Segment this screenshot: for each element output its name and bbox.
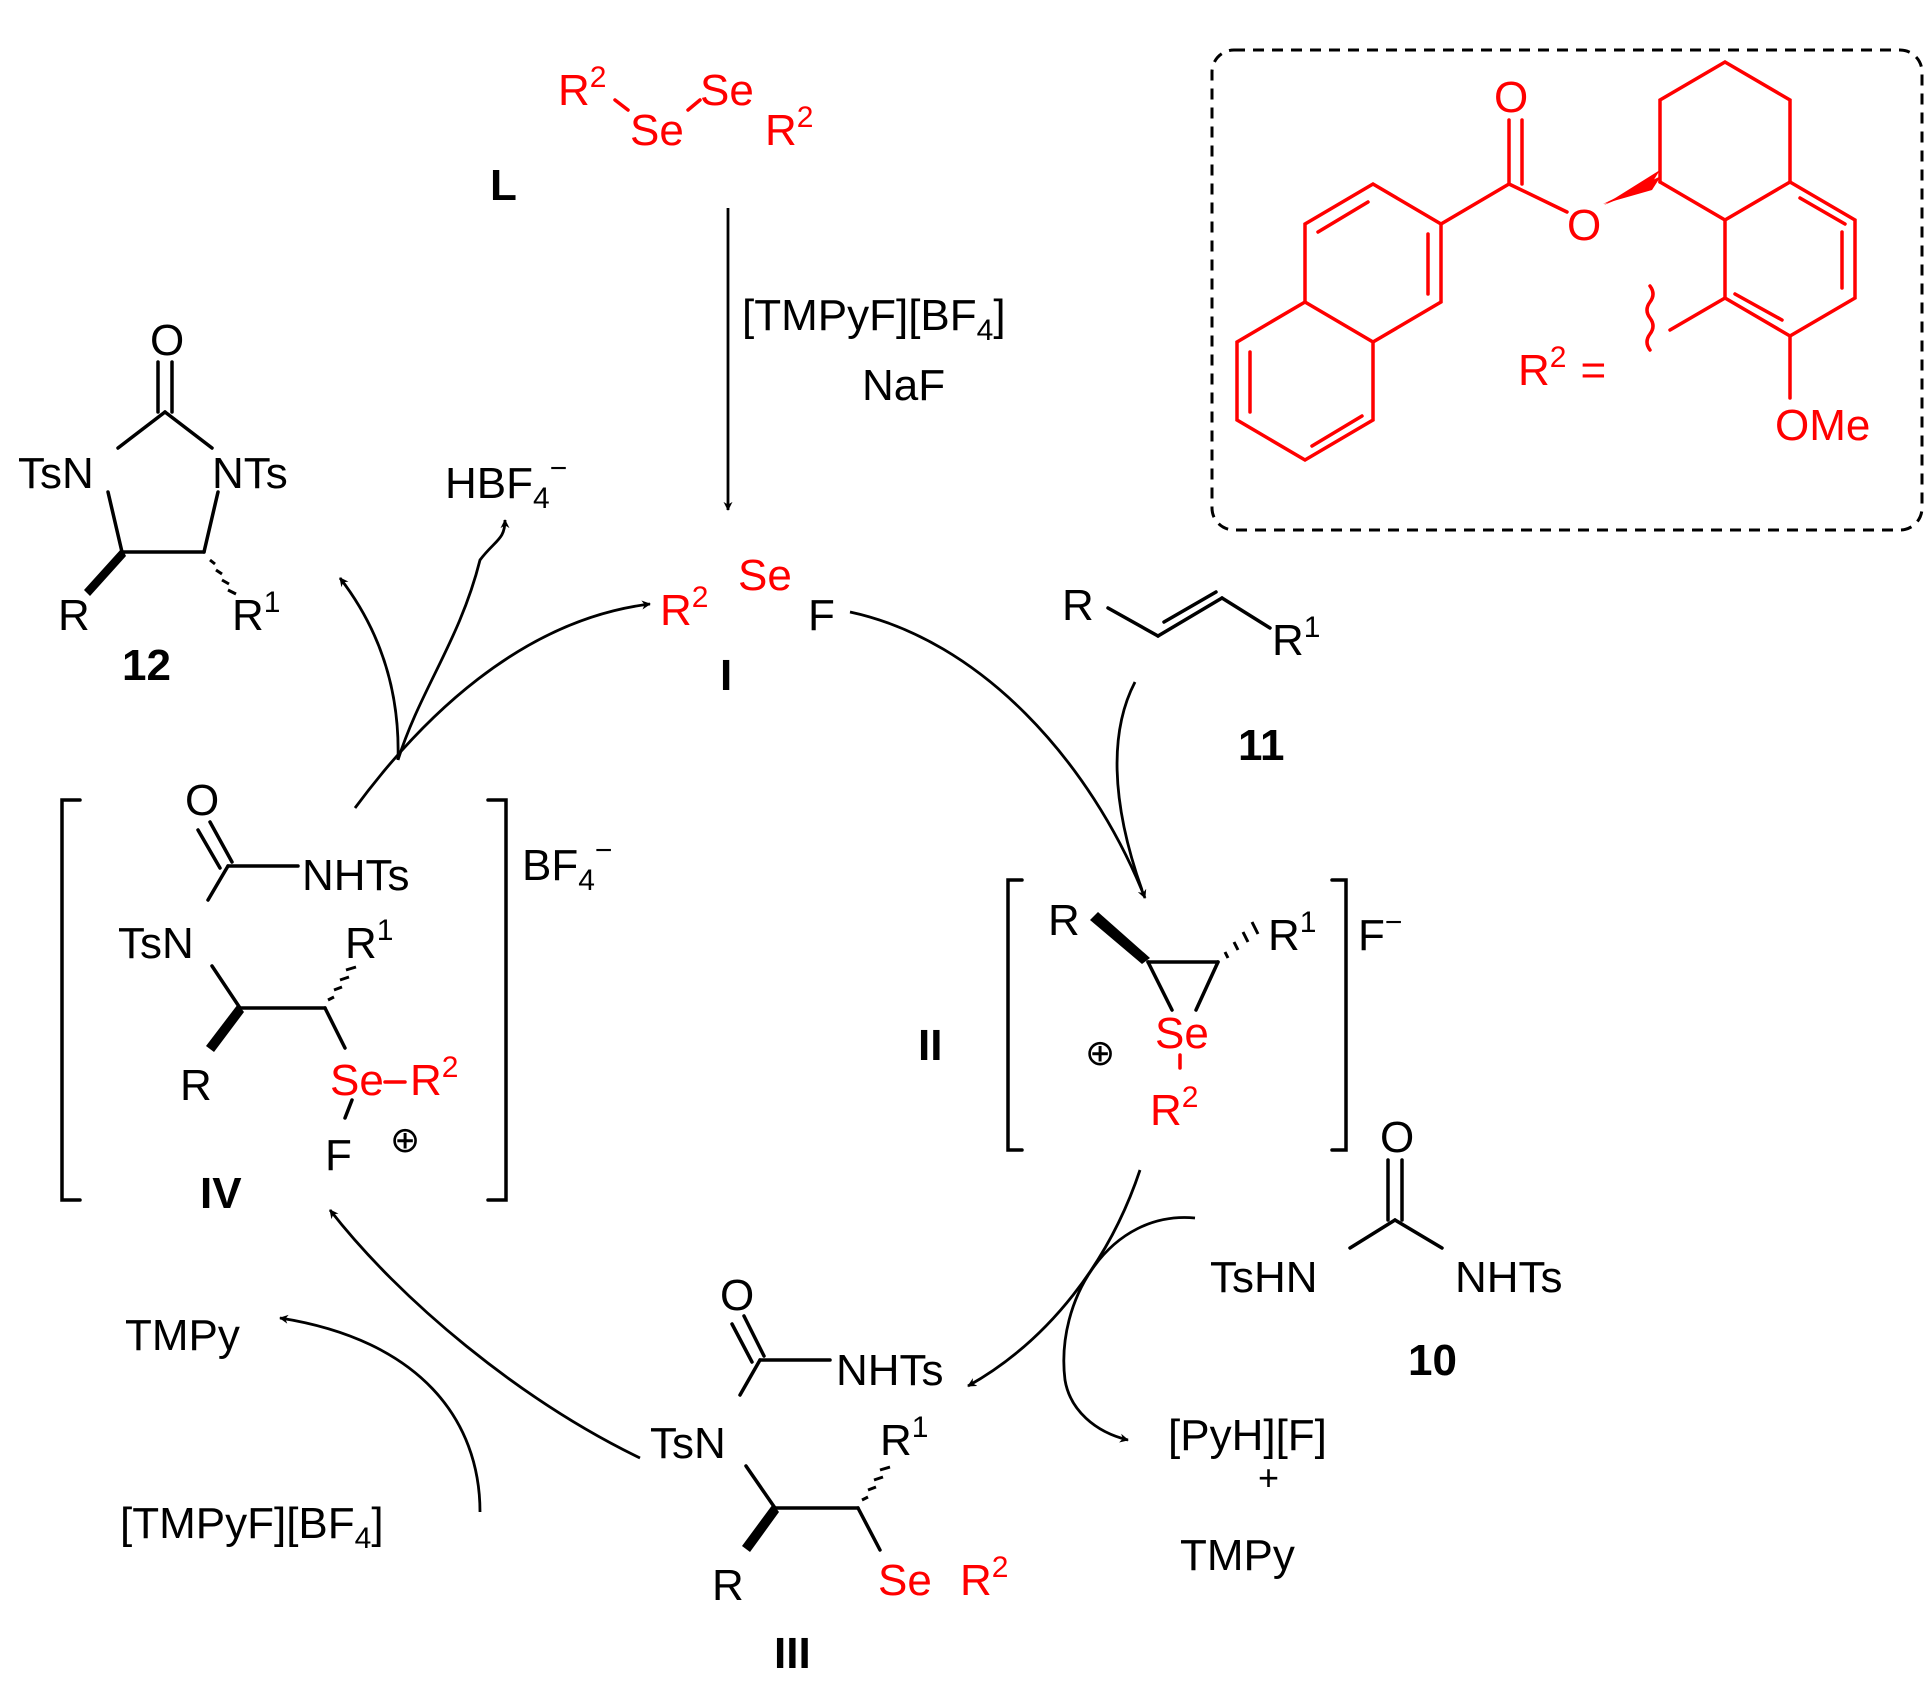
II-R: R bbox=[1048, 896, 1080, 945]
arrow-hbf4-exit bbox=[396, 519, 510, 761]
ester-O: O bbox=[1567, 201, 1601, 250]
methoxy-OMe: OMe bbox=[1775, 401, 1870, 450]
diselenide-L: R2 Se Se R2 L bbox=[490, 61, 813, 210]
IV-R1: R1 bbox=[345, 914, 393, 968]
r2-label: R2= bbox=[1518, 341, 1606, 395]
IV-TsN: TsN bbox=[118, 919, 194, 968]
byproduct-tmpy-right: TMPy bbox=[1180, 1531, 1295, 1580]
saturated-ring bbox=[1658, 59, 1792, 184]
12-wedge bbox=[84, 548, 126, 596]
intermediate-III: O NHTs TsN R R1 Se R2 III bbox=[650, 1271, 1008, 1678]
III-Se: Se bbox=[878, 1556, 932, 1605]
IV-F: F bbox=[325, 1131, 352, 1180]
III-NHTs: NHTs bbox=[836, 1346, 944, 1395]
12-R: R bbox=[58, 591, 90, 640]
12-O: O bbox=[150, 316, 184, 365]
12-NTs: NTs bbox=[212, 449, 288, 498]
arrow-10-entry bbox=[1062, 1216, 1196, 1443]
product-12: O TsN NTs R R1 12 bbox=[18, 316, 288, 690]
byproduct-hbf4: HBF4− bbox=[445, 452, 567, 515]
label-10: 10 bbox=[1408, 1336, 1457, 1385]
11-R1: R1 bbox=[1272, 611, 1320, 665]
ester-carbonyl-O: O bbox=[1494, 73, 1528, 122]
intermediate-IV: BF4− O NHTs TsN R R1 Se R2 F ⊕ IV bbox=[60, 776, 612, 1218]
II-left-bracket bbox=[1006, 878, 1024, 1152]
byproduct-pyhf: [PyH][F] bbox=[1168, 1411, 1327, 1460]
IV-left-bracket bbox=[60, 798, 82, 1202]
reagent-tmpyf-top: [TMPyF][BF4] bbox=[742, 291, 1006, 347]
10-O: O bbox=[1380, 1113, 1414, 1162]
IV-R2: R2 bbox=[410, 1051, 458, 1105]
urea-10: O TsHN NHTs 10 bbox=[1210, 1113, 1563, 1385]
arrow-tmpy-exit bbox=[279, 1314, 482, 1513]
I-F: F bbox=[808, 591, 835, 640]
byproduct-tmpy-left: TMPy bbox=[125, 1311, 240, 1360]
naphthalene-ring-b bbox=[1303, 181, 1443, 344]
III-R: R bbox=[712, 1561, 744, 1610]
seleniranium-II: II R R1 Se R2 ⊕ F− bbox=[918, 878, 1402, 1152]
reagent-naf: NaF bbox=[862, 361, 945, 410]
arrow-II-to-III bbox=[967, 1169, 1142, 1388]
alkene-11: R R1 11 bbox=[1062, 581, 1320, 770]
II-right-bracket bbox=[1330, 878, 1348, 1152]
diselenide-Se-2: Se bbox=[700, 66, 754, 115]
label-11: 11 bbox=[1238, 721, 1285, 770]
IV-R: R bbox=[180, 1061, 212, 1110]
II-R1: R1 bbox=[1268, 906, 1316, 960]
reagent-tmpyf-bottom: [TMPyF][BF4] bbox=[120, 1499, 384, 1555]
10-NHTs: NHTs bbox=[1455, 1253, 1563, 1302]
III-R1: R1 bbox=[880, 1411, 928, 1465]
diselenide-Se-1: Se bbox=[630, 106, 684, 155]
label-III: III bbox=[774, 1629, 811, 1678]
10-TsHN: TsHN bbox=[1210, 1253, 1318, 1302]
intermediate-I: R2 Se F I bbox=[660, 551, 835, 700]
III-R2: R2 bbox=[960, 1551, 1008, 1605]
diselenide-R-right: R2 bbox=[765, 101, 813, 155]
arrow-I-to-II bbox=[849, 610, 1147, 899]
IV-oplus: ⊕ bbox=[390, 1119, 420, 1160]
I-Se: Se bbox=[738, 551, 792, 600]
12-hash bbox=[209, 558, 237, 596]
arrow-11-entry bbox=[1115, 681, 1144, 891]
12-TsN: TsN bbox=[18, 449, 94, 498]
III-O: O bbox=[720, 1271, 754, 1320]
IV-right-bracket bbox=[486, 798, 508, 1202]
label-I: I bbox=[720, 651, 732, 700]
IV-O: O bbox=[185, 776, 219, 825]
IV-Se: Se bbox=[330, 1056, 384, 1105]
IV-BF4: BF4− bbox=[522, 834, 612, 897]
label-12: 12 bbox=[122, 641, 171, 690]
11-R: R bbox=[1062, 581, 1094, 630]
aryl-ring bbox=[1723, 179, 1857, 339]
II-F-anion: F− bbox=[1358, 906, 1402, 960]
II-R2: R2 bbox=[1150, 1081, 1198, 1135]
r2-definition-box: O O OMe R2= bbox=[1210, 48, 1924, 532]
wedge-bond bbox=[1604, 170, 1660, 205]
label-II: II bbox=[918, 1021, 942, 1070]
arrow-IV-to-I bbox=[353, 600, 651, 809]
III-TsN: TsN bbox=[650, 1419, 726, 1468]
attachment-wavy-bond bbox=[1645, 284, 1655, 352]
diselenide-R-left: R2 bbox=[558, 61, 606, 115]
II-oplus: ⊕ bbox=[1085, 1032, 1115, 1073]
II-Se: Se bbox=[1155, 1009, 1209, 1058]
naphthalene-ring-a bbox=[1235, 299, 1375, 463]
IV-NHTs: NHTs bbox=[302, 851, 410, 900]
I-R2: R2 bbox=[660, 581, 708, 635]
label-L: L bbox=[490, 161, 517, 210]
arrow-12-exit bbox=[338, 577, 400, 761]
label-IV: IV bbox=[200, 1169, 242, 1218]
byproduct-plus: + bbox=[1258, 1457, 1279, 1498]
12-R1: R1 bbox=[232, 586, 280, 640]
arrow-III-to-IV bbox=[328, 1209, 641, 1460]
